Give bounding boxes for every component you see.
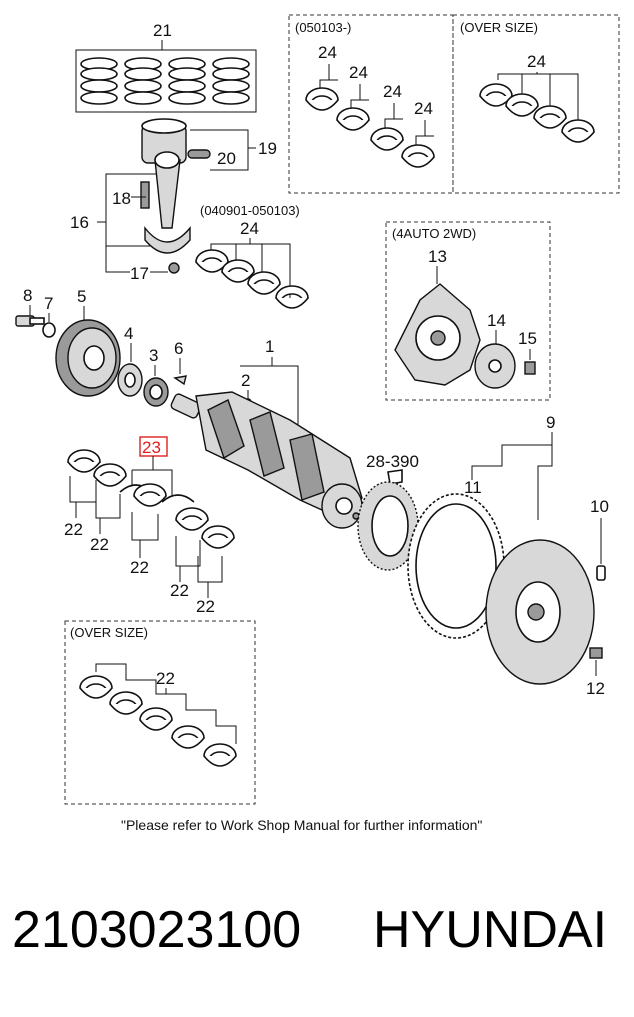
label-8[interactable]: 8 — [23, 286, 32, 305]
label-22-b[interactable]: 22 — [90, 535, 109, 554]
piston-rings-group: 21 — [75, 21, 257, 113]
label-20[interactable]: 20 — [217, 149, 236, 168]
workshop-note: "Please refer to Work Shop Manual for fu… — [121, 817, 482, 833]
label-22-e[interactable]: 22 — [196, 597, 215, 616]
label-11[interactable]: 11 — [464, 478, 482, 497]
label-13[interactable]: 13 — [428, 247, 447, 266]
bearing-set-oversize-top: 24 — [479, 52, 595, 143]
label-15[interactable]: 15 — [518, 329, 537, 348]
bearing-set-050103: 24 24 24 24 — [305, 43, 435, 168]
label-17[interactable]: 17 — [130, 264, 149, 283]
box-4auto-2wd-title: (4AUTO 2WD) — [392, 226, 476, 241]
box-oversize-bottom-title: (OVER SIZE) — [70, 625, 148, 640]
label-5[interactable]: 5 — [77, 287, 86, 306]
box-040901-title: (040901-050103) — [200, 203, 300, 218]
exploded-parts-diagram: 21 20 19 18 16 17 (050103 — [15, 14, 620, 833]
label-1[interactable]: 1 — [265, 337, 274, 356]
bearing-set-oversize-bottom: 22 — [79, 663, 237, 767]
label-24-f[interactable]: 24 — [240, 219, 259, 238]
box-050103-title: (050103-) — [295, 20, 351, 35]
label-22-f[interactable]: 22 — [156, 669, 175, 688]
label-24-a[interactable]: 24 — [318, 43, 337, 62]
label-24-d[interactable]: 24 — [414, 99, 433, 118]
label-12[interactable]: 12 — [586, 679, 605, 698]
piston-group: 20 19 — [141, 118, 277, 171]
label-10[interactable]: 10 — [590, 497, 609, 516]
label-24-b[interactable]: 24 — [349, 63, 368, 82]
connecting-rod-group: 18 16 17 — [70, 151, 191, 283]
box-oversize-bottom — [64, 620, 256, 805]
label-28-390[interactable]: 28-390 — [366, 452, 419, 471]
flywheel-group: 9 11 10 12 — [407, 413, 609, 698]
label-18[interactable]: 18 — [112, 189, 131, 208]
box-oversize-top-title: (OVER SIZE) — [460, 20, 538, 35]
label-7[interactable]: 7 — [44, 294, 53, 313]
label-3[interactable]: 3 — [149, 346, 158, 365]
label-24-c[interactable]: 24 — [383, 82, 402, 101]
label-24-e[interactable]: 24 — [527, 52, 546, 71]
label-23-highlighted[interactable]: 23 — [142, 438, 161, 457]
label-16[interactable]: 16 — [70, 213, 89, 232]
label-22-a[interactable]: 22 — [64, 520, 83, 539]
sensor-plate-group: 28-390 — [357, 452, 419, 571]
part-number: 2103023100 — [12, 901, 302, 959]
label-21[interactable]: 21 — [153, 21, 172, 40]
label-19[interactable]: 19 — [258, 139, 277, 158]
brand-name: HYUNDAI — [373, 901, 608, 959]
label-14[interactable]: 14 — [487, 311, 506, 330]
main-bearings-group: 23 22 22 22 22 22 — [64, 436, 235, 616]
label-2[interactable]: 2 — [241, 371, 250, 390]
drive-plate-group: 13 14 15 — [394, 247, 537, 389]
crankshaft-group: 1 2 — [170, 337, 363, 529]
box-4auto-2wd — [385, 221, 551, 401]
box-oversize-top — [452, 14, 620, 194]
label-22-c[interactable]: 22 — [130, 558, 149, 577]
pulley-group: 8 7 5 4 3 6 — [15, 286, 187, 407]
bearing-set-040901: 24 — [195, 219, 309, 309]
label-22-d[interactable]: 22 — [170, 581, 189, 600]
label-4[interactable]: 4 — [124, 324, 133, 343]
rings-frame — [75, 49, 257, 113]
label-9[interactable]: 9 — [546, 413, 555, 432]
label-6[interactable]: 6 — [174, 339, 183, 358]
ring-set — [80, 57, 250, 105]
